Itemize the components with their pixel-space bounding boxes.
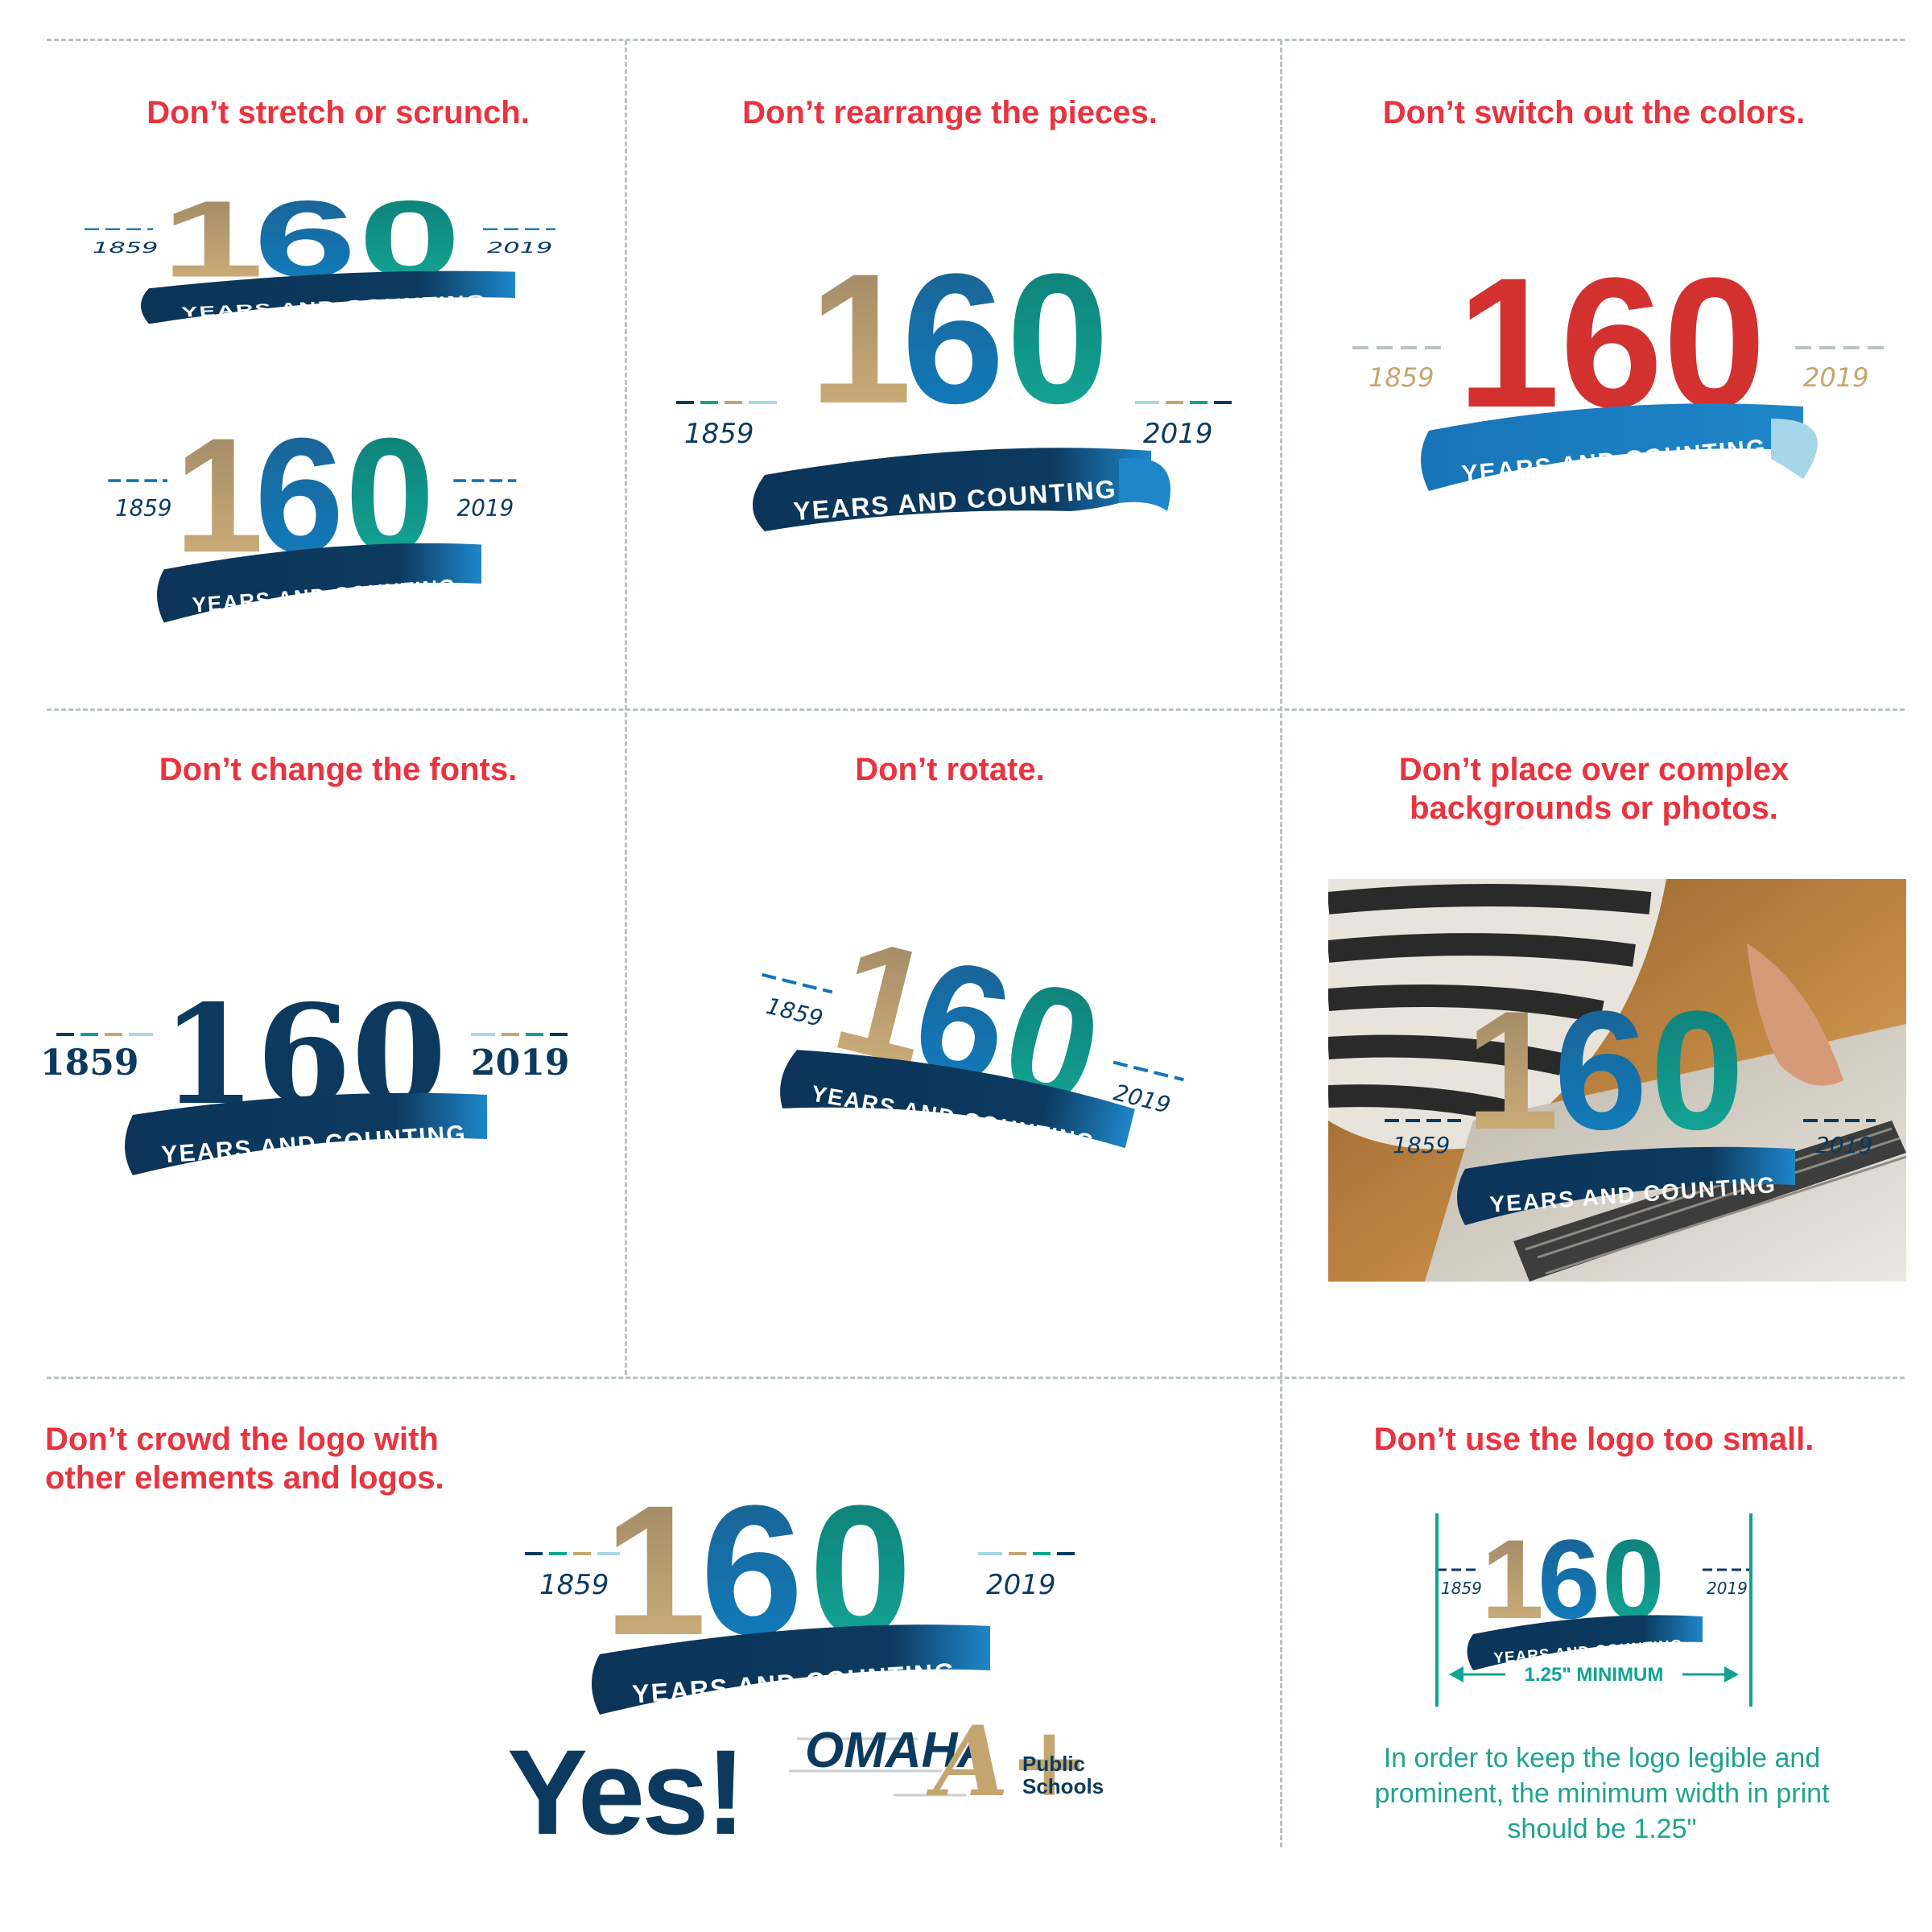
ribbon — [1467, 1615, 1703, 1670]
minimum-size-note: In order to keep the logo legible and pr… — [1320, 1740, 1884, 1847]
digit-six: 6 — [902, 235, 1005, 442]
ribbon-tail — [1771, 419, 1818, 479]
note-line1: In order to keep the logo legible and — [1383, 1743, 1821, 1773]
logo-wrong-colors: 160 1859 2019 YEARS AND COUNTING — [1352, 239, 1884, 491]
rule-rotate-title: Don’t rotate. — [855, 752, 1045, 787]
rule-crowd-line2: other elements and logos. — [45, 1460, 444, 1496]
ribbon — [1421, 403, 1803, 491]
note-line3: should be 1.25" — [1507, 1814, 1697, 1844]
hand — [1747, 943, 1843, 1086]
year-start: 1859 — [40, 1042, 138, 1084]
ribbon — [141, 270, 515, 324]
rule-colors-title: Don’t switch out the colors. — [1382, 95, 1806, 130]
year-start: 1859 — [115, 495, 172, 522]
ribbon — [157, 543, 481, 623]
minimum-width-indicator: 1.25" MINIMUM — [1435, 1513, 1752, 1707]
divider-row-1 — [47, 708, 1905, 711]
year-end: 2019 — [487, 240, 552, 258]
year-end: 2019 — [1803, 362, 1868, 393]
public-word: Public — [1022, 1752, 1085, 1776]
year-end: 2019 — [1143, 418, 1213, 450]
logo-rearranged: 1 6 0 1859 2019 YEARS AND COUNTING — [676, 235, 1232, 531]
dashes-right — [1113, 1060, 1184, 1082]
rule-backgrounds-line2: backgrounds or photos. — [1410, 791, 1778, 826]
striped-sweater — [1328, 879, 1666, 1150]
ribbon — [780, 1050, 1135, 1149]
arrow-right-head — [1724, 1666, 1739, 1682]
year-start: 1859 — [1393, 1132, 1450, 1158]
rule-backgrounds-line1: Don’t place over complex — [1398, 752, 1790, 787]
arrow-left-head — [1449, 1666, 1463, 1682]
year-start: 1859 — [539, 1569, 609, 1601]
ribbon — [592, 1624, 990, 1715]
digit-one: 1 — [809, 235, 912, 442]
omaha-public-schools-logo: OMAHA A+ Public Schools — [789, 1705, 1104, 1818]
digit-one: 1 — [604, 1467, 707, 1674]
logo-rearranged-mark: 1 6 0 1859 2019 YEARS AND COUNTING — [676, 235, 1232, 531]
divider-row-2 — [47, 1377, 1905, 1379]
year-start: 1859 — [1368, 362, 1434, 393]
ribbon — [753, 448, 1151, 531]
photo-illustration: 1 6 0 1859 2019 YEARS AND COUNTING — [1328, 879, 1906, 1282]
divider-col-1 — [625, 40, 627, 1375]
logo-rotated: 1 6 0 1859 2019 YEARS AND COUNTING — [762, 904, 1184, 1155]
omaha-lines — [789, 1737, 966, 1797]
min-width-label: 1.25" MINIMUM — [1525, 1664, 1664, 1686]
digit-zero: 0 — [1650, 976, 1744, 1165]
a-plus-mark: A+ — [926, 1705, 1090, 1818]
rule-stretch-title: Don’t stretch or scrunch. — [147, 95, 530, 130]
omaha-word: OMAHA — [805, 1723, 993, 1778]
rule-backgrounds-title: Don’t place over complex backgrounds or … — [1296, 750, 1892, 828]
schools-word: Schools — [1022, 1774, 1104, 1798]
rule-rearrange-title: Don’t rearrange the pieces. — [742, 95, 1158, 130]
logo-crowded: 1 6 0 1859 2019 YEARS AND COUNTING — [525, 1467, 1075, 1715]
year-start: 1859 — [1441, 1579, 1482, 1598]
ribbon-tail — [1119, 457, 1170, 511]
dashes-left — [762, 972, 833, 994]
year-end: 2019 — [471, 1042, 569, 1084]
note-line2: prominent, the minimum width in print — [1374, 1778, 1830, 1809]
logo-on-photo: 1 6 0 1859 2019 YEARS AND COUNTING — [1385, 976, 1876, 1225]
ribbon — [125, 1092, 487, 1175]
ribbon — [1457, 1146, 1795, 1225]
year-start: 1859 — [93, 240, 158, 258]
rule-crowd-title: Don’t crowd the logo with other elements… — [45, 1420, 496, 1497]
rule-small-title: Don’t use the logo too small. — [1373, 1422, 1814, 1457]
rule-fonts-title: Don’t change the fonts. — [159, 752, 518, 787]
digit-zero: 0 — [1006, 235, 1109, 442]
digit-one: 1 — [1481, 1516, 1544, 1642]
digit-one: 1 — [1465, 976, 1559, 1165]
year-end: 2019 — [1815, 1132, 1872, 1158]
year-start: 1859 — [763, 993, 825, 1032]
year-end: 2019 — [986, 1569, 1056, 1601]
yes-text: Yes! — [507, 1724, 746, 1860]
divider-top — [47, 39, 1905, 41]
year-end: 2019 — [1707, 1579, 1748, 1598]
rule-crowd-line1: Don’t crowd the logo with — [45, 1422, 439, 1457]
divider-col-2 — [1280, 40, 1282, 1847]
logo-wrong-font: 160 1859 2019 YEARS AND COUNTING — [40, 975, 569, 1175]
background-photo: 1 6 0 1859 2019 YEARS AND COUNTING — [1328, 879, 1906, 1282]
keyboard-keys — [1525, 1127, 1906, 1275]
year-start: 1859 — [684, 418, 754, 450]
digit-six: 6 — [1554, 976, 1648, 1165]
logo-minimum-size: 1 6 0 1859 2019 YEARS AND COUNTING — [1437, 1516, 1751, 1670]
year-end: 2019 — [457, 495, 514, 522]
